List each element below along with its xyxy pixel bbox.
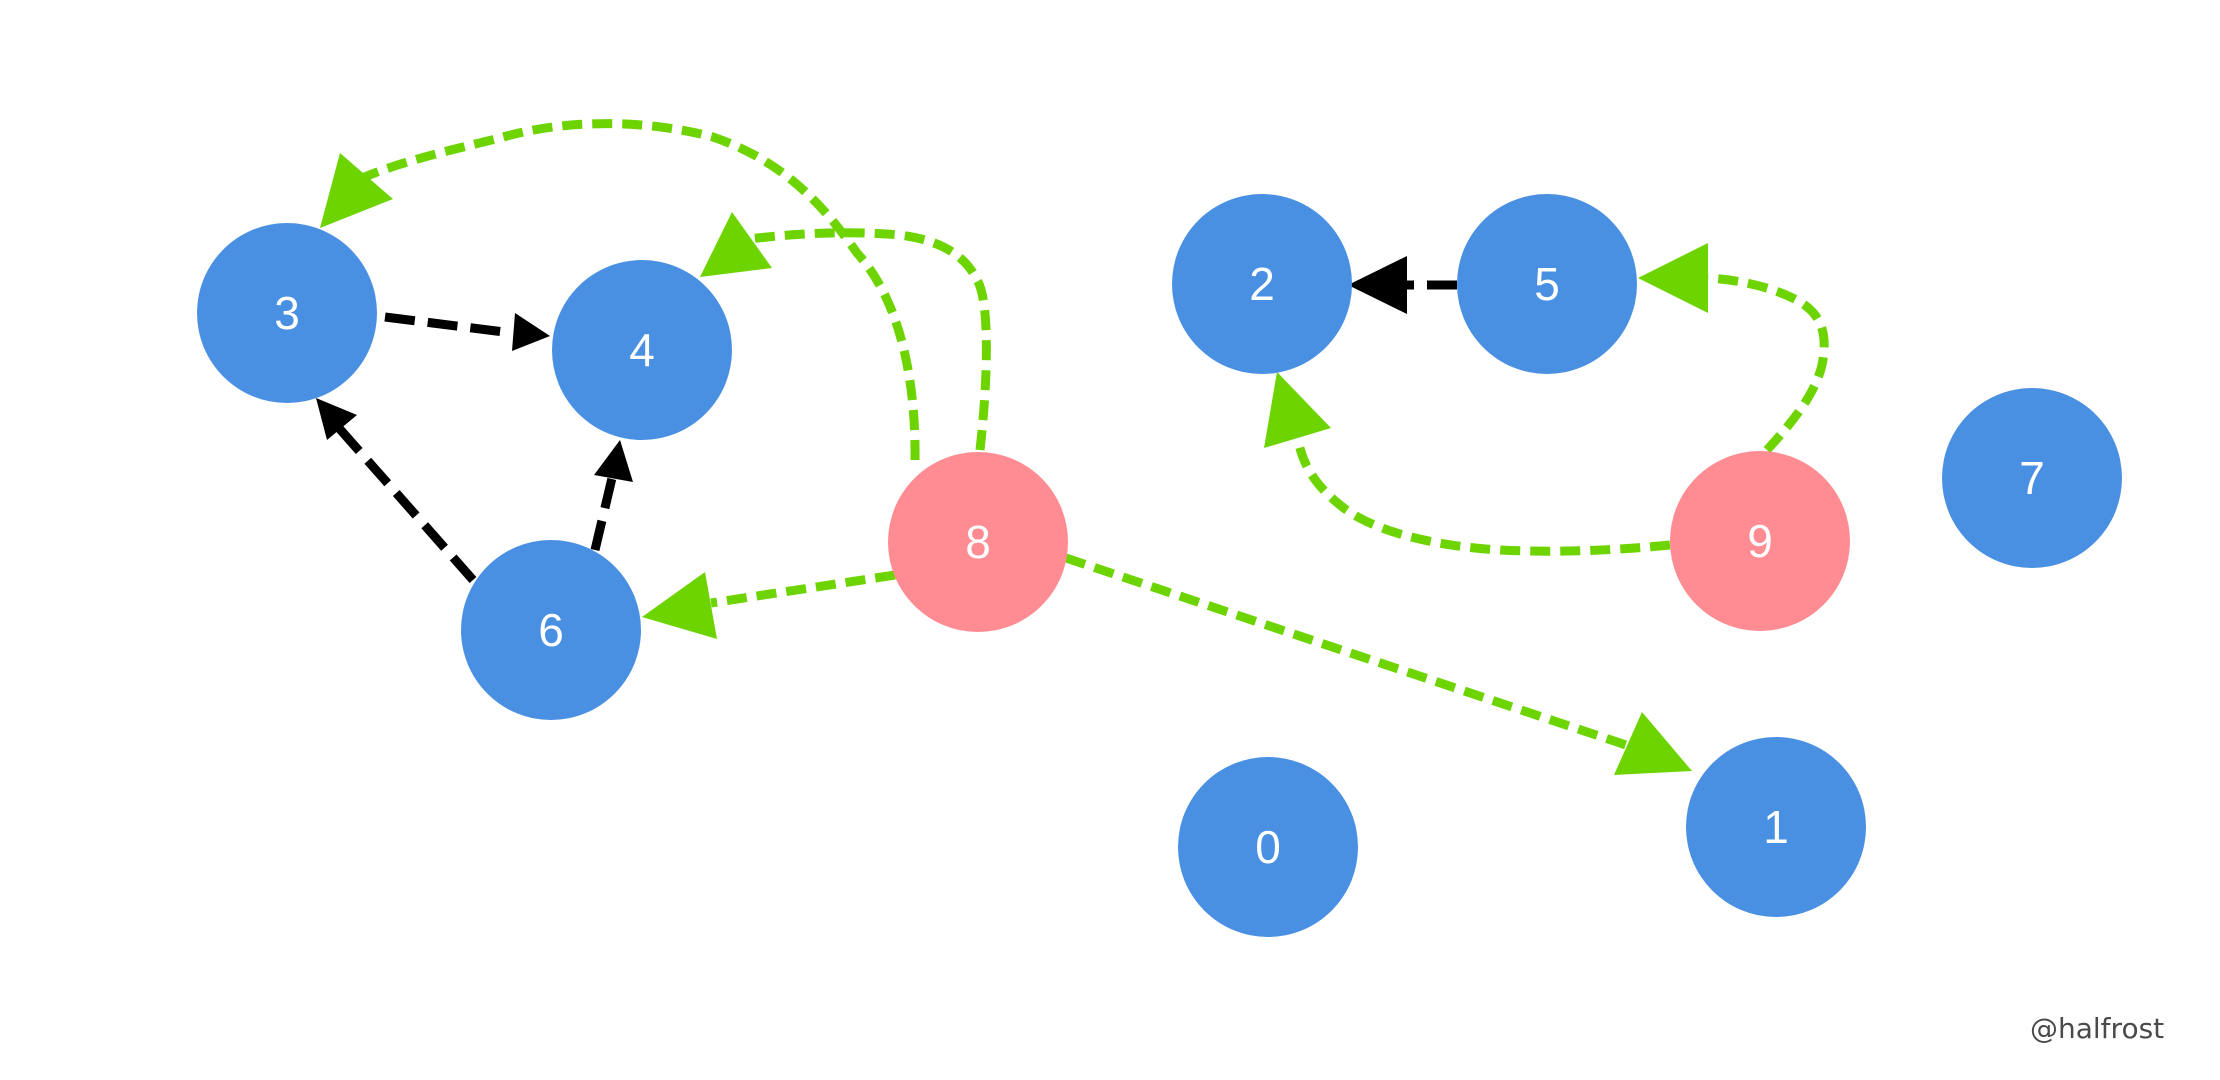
arrowhead-icon xyxy=(1638,243,1708,313)
nodes-layer: 0 1 2 3 4 5 6 7 8 9 xyxy=(197,194,2122,937)
arrowhead-icon xyxy=(512,313,550,351)
node-label: 4 xyxy=(629,324,655,376)
node-circle xyxy=(1686,737,1866,917)
node-8: 8 xyxy=(888,452,1068,632)
edge-line xyxy=(384,312,513,338)
edge-9-to-2 xyxy=(1264,372,1671,556)
node-circle xyxy=(1178,757,1358,937)
node-label: 0 xyxy=(1255,821,1281,873)
node-0: 0 xyxy=(1178,757,1358,937)
edge-8-to-4 xyxy=(700,212,991,451)
node-label: 6 xyxy=(538,604,564,656)
edge-9-to-5 xyxy=(1638,243,1829,454)
edge-line xyxy=(1707,273,1829,454)
node-label: 1 xyxy=(1763,801,1789,853)
node-9: 9 xyxy=(1670,451,1850,631)
node-circle xyxy=(1457,194,1637,374)
arrowhead-icon xyxy=(594,440,633,482)
arrowhead-icon xyxy=(320,153,393,228)
edge-line xyxy=(739,228,991,451)
edge-line xyxy=(710,570,896,608)
node-2: 2 xyxy=(1172,194,1352,374)
node-label: 8 xyxy=(965,516,991,568)
node-circle xyxy=(888,452,1068,632)
edge-8-to-6 xyxy=(642,570,896,639)
node-1: 1 xyxy=(1686,737,1866,917)
node-label: 2 xyxy=(1249,258,1275,310)
edges-layer xyxy=(316,119,1829,775)
edge-6-to-4 xyxy=(590,440,633,552)
node-6: 6 xyxy=(461,540,641,720)
node-5: 5 xyxy=(1457,194,1637,374)
arrowhead-icon xyxy=(700,212,772,277)
arrowhead-icon xyxy=(1348,256,1407,314)
node-label: 9 xyxy=(1747,515,1773,567)
edge-line xyxy=(360,119,920,461)
edge-line xyxy=(334,424,477,583)
node-circle xyxy=(461,540,641,720)
node-circle xyxy=(1172,194,1352,374)
node-3: 3 xyxy=(197,223,377,403)
node-4: 4 xyxy=(552,260,732,440)
edge-3-to-4 xyxy=(384,312,550,351)
node-circle xyxy=(552,260,732,440)
edge-6-to-3 xyxy=(316,398,477,583)
node-label: 5 xyxy=(1534,258,1560,310)
node-circle xyxy=(1670,451,1850,631)
arrowhead-icon xyxy=(316,398,357,440)
node-circle xyxy=(197,223,377,403)
edge-8-to-3 xyxy=(320,119,920,461)
watermark-text: @halfrost xyxy=(2030,1012,2165,1045)
node-label: 7 xyxy=(2019,452,2045,504)
edge-8-to-1 xyxy=(1064,553,1692,775)
node-7: 7 xyxy=(1942,388,2122,568)
arrowhead-icon xyxy=(642,572,717,639)
node-label: 3 xyxy=(274,287,300,339)
edge-line xyxy=(590,476,617,552)
node-circle xyxy=(1942,388,2122,568)
edge-line xyxy=(1293,439,1671,556)
arrowhead-icon xyxy=(1264,372,1331,448)
arrowhead-icon xyxy=(1614,712,1692,775)
edge-line xyxy=(1064,553,1628,750)
edge-5-to-2 xyxy=(1348,256,1457,314)
